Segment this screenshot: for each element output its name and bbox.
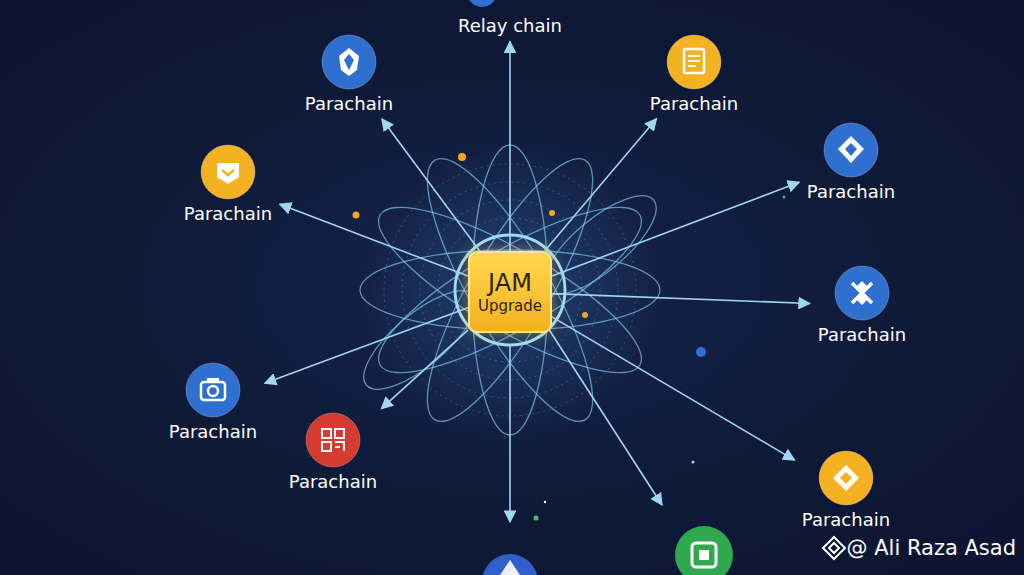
icon-glyph bbox=[838, 136, 864, 163]
chain-label: Parachain bbox=[650, 93, 738, 115]
icon-glyph bbox=[824, 123, 878, 177]
icon-glyph bbox=[845, 143, 857, 156]
icon-glyph bbox=[322, 35, 376, 89]
chain-label: Parachain bbox=[169, 421, 257, 443]
icon-glyph bbox=[201, 382, 225, 400]
chain-label: Parachain bbox=[818, 324, 906, 346]
watermark-logo bbox=[823, 537, 845, 559]
box-subtitle: Upgrade bbox=[478, 297, 542, 316]
bottom-icons bbox=[509, 344, 511, 522]
icon-glyph bbox=[201, 145, 255, 199]
icon-glyph bbox=[819, 451, 873, 505]
watermark-logo bbox=[823, 537, 845, 559]
orbit-dots bbox=[582, 312, 588, 318]
watermark: @ Ali Raza Asad bbox=[821, 535, 1016, 561]
arrow-connector bbox=[280, 204, 468, 276]
icon-glyph bbox=[186, 363, 240, 417]
orbit-dots bbox=[458, 153, 466, 161]
parachain-node: Parachain bbox=[804, 122, 898, 203]
box-title: JAM bbox=[488, 269, 532, 297]
icon-glyph bbox=[688, 56, 700, 66]
icon-glyph bbox=[208, 386, 218, 396]
relay-chain-icon bbox=[467, 0, 497, 7]
chain-label: Parachain bbox=[807, 181, 895, 203]
arrow-connector bbox=[382, 119, 480, 251]
parachain-icon bbox=[818, 450, 874, 506]
arrow-connector bbox=[265, 308, 468, 384]
icon-glyph bbox=[339, 48, 359, 76]
bottom-icons bbox=[548, 328, 662, 505]
icon-glyph bbox=[306, 413, 360, 467]
bottom-icons bbox=[498, 560, 522, 575]
parachain-icon bbox=[321, 34, 377, 90]
orbit-dots bbox=[549, 210, 555, 216]
parachain-icon bbox=[305, 412, 361, 468]
orbit-dots bbox=[696, 347, 706, 357]
icon-glyph bbox=[322, 442, 331, 451]
bottom-icons bbox=[482, 328, 733, 575]
icon-glyph bbox=[667, 35, 721, 89]
icon-glyph bbox=[335, 429, 344, 438]
orbit-dots bbox=[692, 461, 695, 464]
icon-glyph bbox=[857, 281, 867, 305]
parachain-node: Parachain bbox=[647, 34, 741, 115]
arrow-connector bbox=[552, 182, 799, 276]
parachain-icon bbox=[666, 34, 722, 90]
relay-chain-node: Relay chain bbox=[455, 12, 565, 37]
watermark-text: @ Ali Raza Asad bbox=[847, 535, 1016, 561]
parachain-node: Parachain bbox=[799, 450, 893, 531]
parachain-node: Parachain bbox=[166, 362, 260, 443]
parachain-icon bbox=[185, 362, 241, 418]
bottom-icons bbox=[692, 543, 716, 567]
icon-glyph bbox=[335, 442, 344, 451]
orbit-dots bbox=[353, 212, 360, 219]
bottom-icons bbox=[482, 554, 538, 575]
parachain-icon bbox=[834, 265, 890, 321]
chain-label: Parachain bbox=[305, 93, 393, 115]
orbit-dots bbox=[353, 153, 786, 521]
arrow-connector bbox=[552, 317, 794, 460]
icon-glyph bbox=[322, 429, 331, 438]
icon-glyph bbox=[684, 49, 704, 73]
chain-label: Relay chain bbox=[458, 15, 562, 37]
parachain-node: Parachain bbox=[181, 144, 275, 225]
upgrade-box: JAMUpgrade bbox=[468, 251, 552, 333]
arrow-connector bbox=[509, 42, 511, 252]
orbit-dots bbox=[544, 501, 546, 503]
parachain-node: Parachain bbox=[302, 34, 396, 115]
icon-glyph bbox=[344, 54, 354, 70]
icon-glyph bbox=[217, 163, 239, 184]
center-ring bbox=[455, 235, 565, 345]
chain-label: Parachain bbox=[184, 203, 272, 225]
watermark-logo bbox=[821, 535, 847, 561]
arrow-connector bbox=[552, 294, 810, 304]
icon-glyph bbox=[222, 170, 234, 175]
orbit-dots bbox=[783, 196, 786, 199]
arrow-connector bbox=[545, 119, 657, 251]
orbit-dots bbox=[534, 516, 539, 521]
arrow-connector bbox=[381, 330, 468, 408]
relay-chain-icon bbox=[467, 0, 497, 7]
icon-glyph bbox=[207, 378, 219, 382]
parachain-icon bbox=[823, 122, 879, 178]
bottom-icons bbox=[699, 550, 709, 560]
parachain-node: Parachain bbox=[815, 265, 909, 346]
chain-label: Parachain bbox=[289, 471, 377, 493]
chain-label: Parachain bbox=[802, 509, 890, 531]
parachain-node: Parachain bbox=[286, 412, 380, 493]
icon-glyph bbox=[840, 472, 852, 484]
parachain-icon bbox=[200, 144, 256, 200]
watermark-logo bbox=[829, 543, 839, 553]
icon-glyph bbox=[835, 266, 889, 320]
icon-glyph bbox=[833, 465, 859, 491]
bottom-icons bbox=[675, 526, 733, 575]
